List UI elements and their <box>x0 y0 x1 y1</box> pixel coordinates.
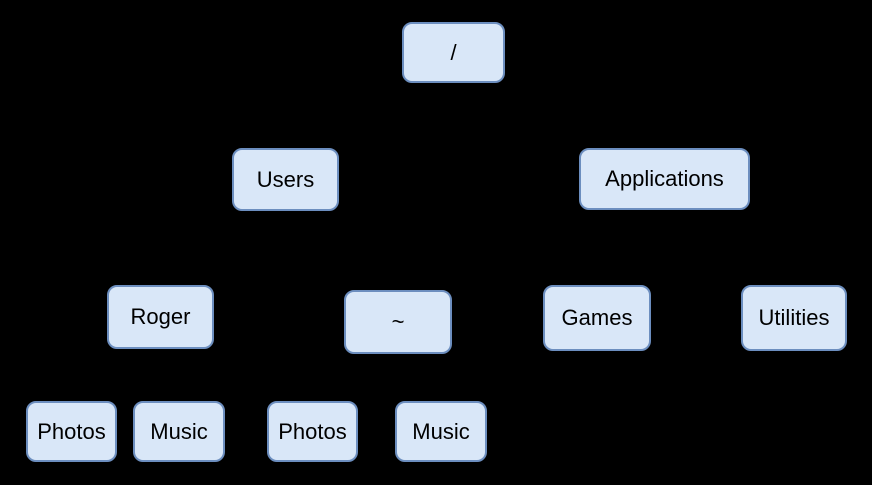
node-home-photos: Photos <box>267 401 358 462</box>
node-root: / <box>402 22 505 83</box>
node-home-tilde: ~ <box>344 290 452 354</box>
node-roger-photos: Photos <box>26 401 117 462</box>
node-home-music: Music <box>395 401 487 462</box>
node-applications: Applications <box>579 148 750 210</box>
node-roger: Roger <box>107 285 214 349</box>
node-games: Games <box>543 285 651 351</box>
node-roger-music: Music <box>133 401 225 462</box>
node-utilities: Utilities <box>741 285 847 351</box>
node-users: Users <box>232 148 339 211</box>
